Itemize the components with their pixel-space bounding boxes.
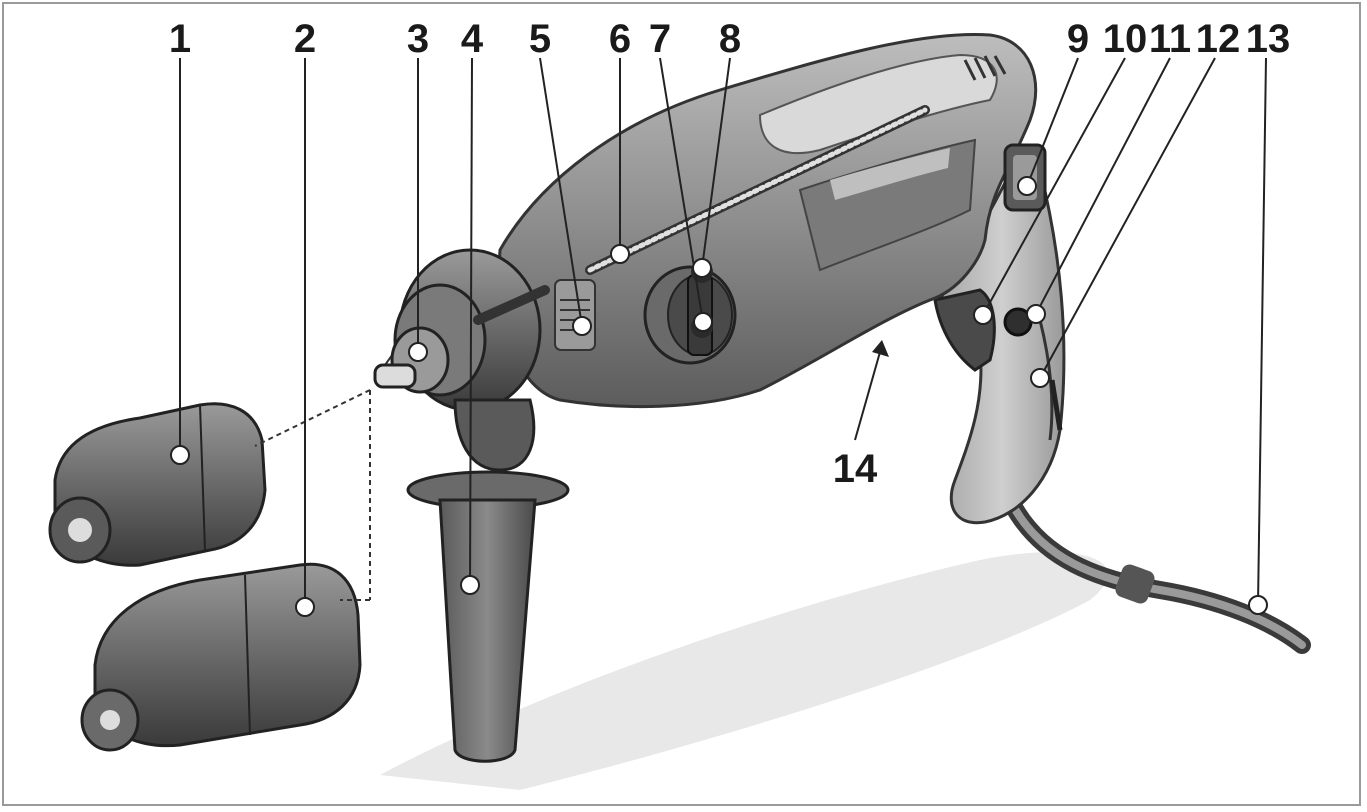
- callout-2: 2: [294, 17, 316, 61]
- callout-1: 1: [169, 17, 191, 61]
- dot-3: [408, 342, 428, 362]
- leader-11: [1035, 57, 1171, 315]
- callout-labels: 1 2 3 4 5 6 7 8 9 10 11 12 13 14: [169, 17, 1290, 491]
- auxiliary-handle: [406, 398, 570, 763]
- dot-6: [610, 244, 630, 264]
- trigger-switch: [933, 288, 996, 372]
- dot-5: [572, 316, 592, 336]
- callout-11: 11: [1149, 17, 1191, 61]
- dot-12: [1030, 368, 1050, 388]
- attachment-guide-lines: [254, 389, 371, 601]
- callout-5: 5: [529, 17, 551, 61]
- dot-7: [693, 312, 713, 332]
- leader-5: [539, 57, 583, 327]
- dot-2: [295, 597, 315, 617]
- leader-10: [982, 57, 1126, 316]
- leader-9: [1026, 57, 1079, 187]
- keyless-chuck: [80, 562, 362, 752]
- arrow-14: [872, 340, 889, 357]
- dot-1: [170, 445, 190, 465]
- leader-14: [854, 344, 883, 441]
- leader-13: [1257, 57, 1267, 606]
- sds-plus-chuck: [48, 402, 267, 567]
- locking-sleeve: [554, 279, 596, 351]
- callout-8: 8: [719, 17, 741, 61]
- leader-7: [659, 57, 704, 323]
- callout-10: 10: [1103, 17, 1148, 61]
- callout-12: 12: [1196, 17, 1241, 61]
- dot-11: [1026, 304, 1046, 324]
- floor-shadow: [380, 552, 1108, 790]
- dot-8: [692, 258, 712, 278]
- leader-lines: [179, 57, 1267, 607]
- callout-9: 9: [1067, 17, 1089, 61]
- power-cord: [1001, 491, 1311, 654]
- dot-9: [1017, 176, 1037, 196]
- leader-dots: [170, 176, 1268, 617]
- leader-12: [1039, 57, 1216, 379]
- dot-4: [460, 575, 480, 595]
- leader-8: [701, 57, 731, 269]
- callout-4: 4: [461, 17, 484, 61]
- callout-13: 13: [1246, 17, 1291, 61]
- callout-3: 3: [407, 17, 429, 61]
- dot-13: [1248, 595, 1268, 615]
- callout-7: 7: [649, 17, 671, 61]
- leader-4: [469, 57, 473, 586]
- callout-14: 14: [833, 447, 878, 491]
- dot-10: [973, 305, 993, 325]
- callout-6: 6: [609, 17, 631, 61]
